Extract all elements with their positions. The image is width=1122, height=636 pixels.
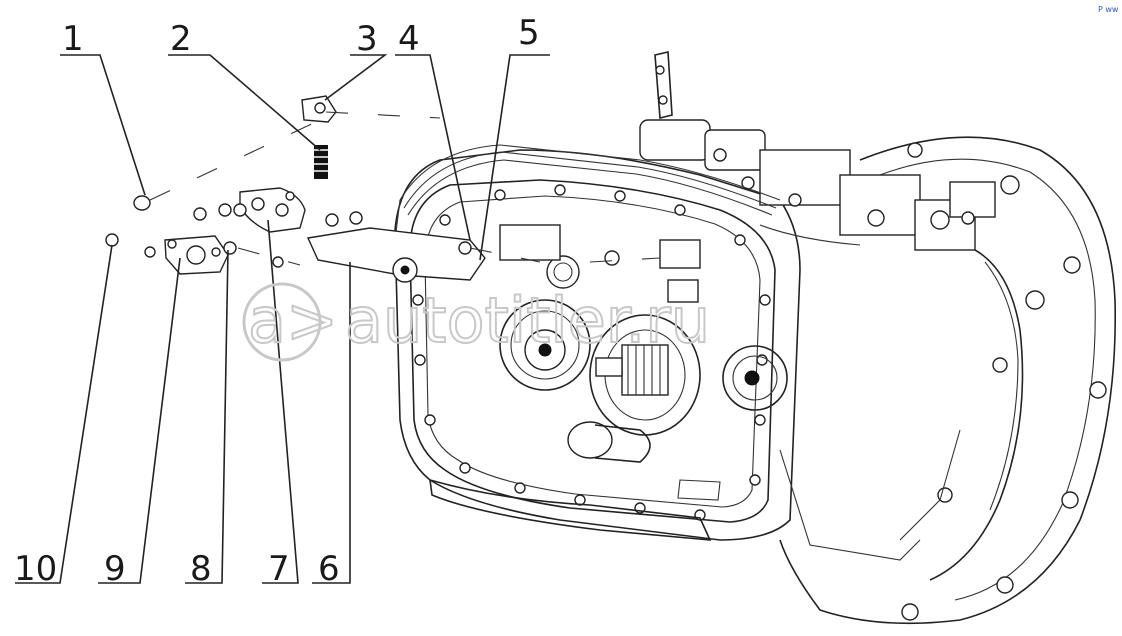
callout-7: 7 — [268, 549, 290, 589]
callout-10: 10 — [14, 549, 57, 589]
exploded-parts — [105, 95, 486, 283]
wire-harness — [394, 144, 781, 241]
part-9-plate — [164, 235, 229, 275]
callout-5: 5 — [518, 13, 540, 53]
watermark-text: autotitler.ru — [345, 284, 710, 357]
corner-mark: P ww — [1098, 5, 1119, 14]
leader-lines — [15, 54, 550, 584]
watermark-logo-text: a> — [248, 284, 338, 357]
part-2-spring — [314, 145, 328, 179]
top-actuator-assembly — [639, 51, 996, 251]
callout-8: 8 — [190, 549, 212, 589]
part-3-bracket — [301, 95, 337, 123]
watermark-logo: a> — [242, 282, 339, 362]
callout-1: 1 — [62, 19, 84, 59]
callout-3: 3 — [356, 19, 378, 59]
callout-9: 9 — [104, 549, 126, 589]
part-6-lever — [306, 227, 486, 283]
input-shaft-bearing — [499, 299, 591, 391]
small-gear — [546, 250, 620, 289]
lower-cylinder — [567, 421, 651, 463]
countershaft-bearing — [722, 345, 788, 411]
callout-6: 6 — [318, 549, 340, 589]
callout-4: 4 — [398, 19, 420, 59]
callout-labels: 1 2 3 4 5 6 7 8 9 10 — [14, 13, 540, 589]
bracket-block — [499, 224, 701, 303]
main-shaft-spline — [589, 314, 701, 436]
transmission-housing — [394, 51, 1117, 625]
watermark: a> autotitler.ru — [242, 282, 711, 362]
callout-2: 2 — [170, 19, 192, 59]
part-7-plate — [239, 187, 306, 233]
part-1-plug — [133, 195, 151, 211]
